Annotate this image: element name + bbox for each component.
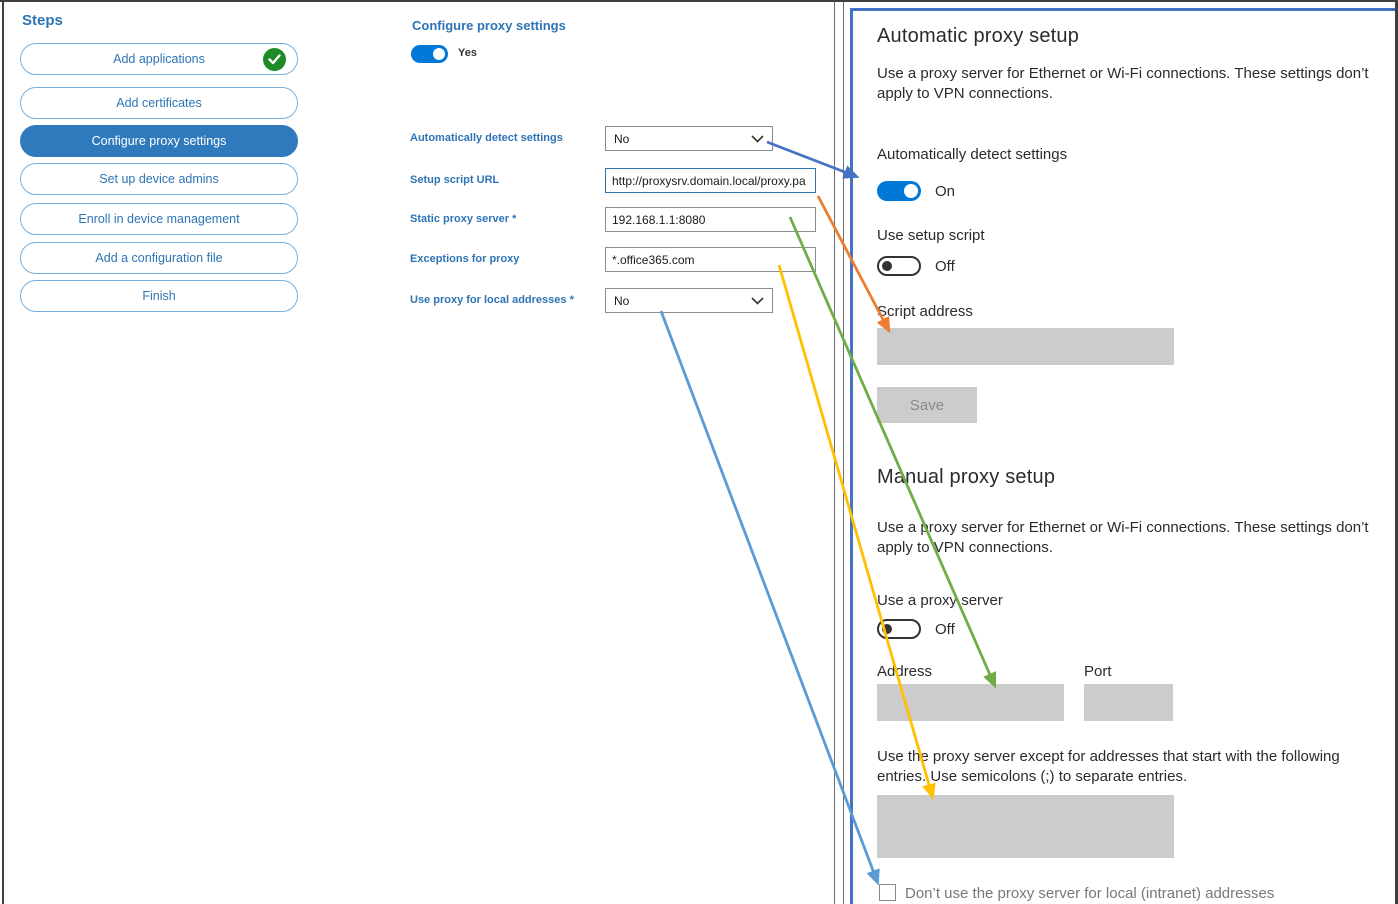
use-proxy-server-label: Use a proxy server bbox=[877, 592, 1003, 609]
use-setup-script-label: Use setup script bbox=[877, 227, 985, 244]
field-label-exceptions-for-proxy: Exceptions for proxy bbox=[410, 253, 520, 265]
sidebar-item-add-certificates[interactable]: Add certificates bbox=[20, 87, 298, 119]
select-value: No bbox=[614, 131, 630, 146]
window-border-top bbox=[0, 0, 1398, 2]
sidebar-item-enroll-in-device-management[interactable]: Enroll in device management bbox=[20, 203, 298, 235]
detect-settings-toggle[interactable] bbox=[877, 181, 921, 201]
script-address-label: Script address bbox=[877, 303, 973, 320]
use-proxy-server-toggle[interactable] bbox=[877, 619, 921, 639]
local-addresses-checkbox[interactable] bbox=[879, 884, 896, 901]
step-label: Enroll in device management bbox=[78, 212, 240, 226]
arrow-local-addresses bbox=[659, 310, 880, 886]
chevron-down-icon bbox=[751, 296, 764, 305]
automatic-proxy-setup-heading: Automatic proxy setup bbox=[877, 25, 1080, 47]
setup-script-url-input[interactable] bbox=[605, 168, 816, 193]
manual-proxy-description: Use a proxy server for Ethernet or Wi-Fi… bbox=[877, 519, 1369, 556]
sidebar-item-finish[interactable]: Finish bbox=[20, 280, 298, 312]
steps-title: Steps bbox=[22, 12, 63, 29]
select-value: No bbox=[614, 293, 630, 308]
window-border-left bbox=[2, 0, 4, 904]
configure-proxy-toggle-state: Yes bbox=[458, 47, 477, 59]
local-addresses-checkbox-label: Don’t use the proxy server for local (in… bbox=[905, 885, 1275, 902]
sidebar-item-configure-proxy-settings[interactable]: Configure proxy settings bbox=[20, 125, 298, 157]
toggle-knob bbox=[882, 624, 892, 634]
sidebar-item-add-applications[interactable]: Add applications bbox=[20, 43, 298, 75]
window-border-right bbox=[1395, 0, 1398, 904]
address-label: Address bbox=[877, 663, 933, 680]
page-title: Configure proxy settings bbox=[412, 18, 566, 33]
save-button: Save bbox=[877, 387, 977, 423]
arrow-static-proxy-server bbox=[788, 216, 997, 689]
manual-proxy-setup-heading: Manual proxy setup bbox=[877, 466, 1056, 488]
exceptions-for-proxy-input[interactable] bbox=[605, 247, 816, 272]
proxy-exceptions-help-text: Use the proxy server except for addresse… bbox=[877, 748, 1340, 785]
proxy-address-input bbox=[877, 684, 1064, 721]
step-label: Add applications bbox=[113, 52, 205, 66]
detect-settings-toggle-state: On bbox=[935, 183, 956, 200]
step-label: Add certificates bbox=[116, 96, 202, 110]
field-label-use-proxy-for-local-addresses: Use proxy for local addresses * bbox=[410, 294, 574, 306]
use-setup-script-toggle-state: Off bbox=[935, 258, 955, 275]
chevron-down-icon bbox=[751, 134, 764, 143]
automatically-detect-settings-select[interactable]: No bbox=[605, 126, 773, 151]
step-label: Add a configuration file bbox=[95, 251, 223, 265]
toggle-knob bbox=[433, 48, 445, 60]
toggle-knob bbox=[904, 184, 918, 198]
field-label-setup-script-url: Setup script URL bbox=[410, 174, 500, 186]
sidebar-item-set-up-device-admins[interactable]: Set up device admins bbox=[20, 163, 298, 195]
use-proxy-server-toggle-state: Off bbox=[935, 621, 955, 638]
window-divider-line bbox=[834, 0, 835, 904]
panel-top-border bbox=[850, 8, 1398, 11]
panel-left-border bbox=[850, 8, 853, 904]
use-proxy-for-local-addresses-select[interactable]: No bbox=[605, 288, 773, 313]
static-proxy-server-input[interactable] bbox=[605, 207, 816, 232]
port-label: Port bbox=[1084, 663, 1112, 680]
toggle-knob bbox=[882, 261, 892, 271]
automatic-proxy-description: Use a proxy server for Ethernet or Wi-Fi… bbox=[877, 65, 1369, 102]
configure-proxy-toggle[interactable] bbox=[411, 45, 448, 63]
window-divider-line bbox=[843, 0, 844, 904]
field-label-automatically-detect-settings: Automatically detect settings bbox=[410, 132, 563, 144]
detect-settings-label: Automatically detect settings bbox=[877, 146, 1068, 163]
step-label: Finish bbox=[142, 289, 176, 303]
step-label: Set up device admins bbox=[99, 172, 219, 186]
completed-check-icon bbox=[263, 48, 286, 71]
sidebar-item-add-a-configuration-file[interactable]: Add a configuration file bbox=[20, 242, 298, 274]
field-label-static-proxy-server: Static proxy server * bbox=[410, 213, 517, 225]
use-setup-script-toggle[interactable] bbox=[877, 256, 921, 276]
proxy-exceptions-textarea bbox=[877, 795, 1174, 858]
script-address-input bbox=[877, 328, 1174, 365]
step-label: Configure proxy settings bbox=[91, 134, 227, 148]
proxy-port-input bbox=[1084, 684, 1173, 721]
